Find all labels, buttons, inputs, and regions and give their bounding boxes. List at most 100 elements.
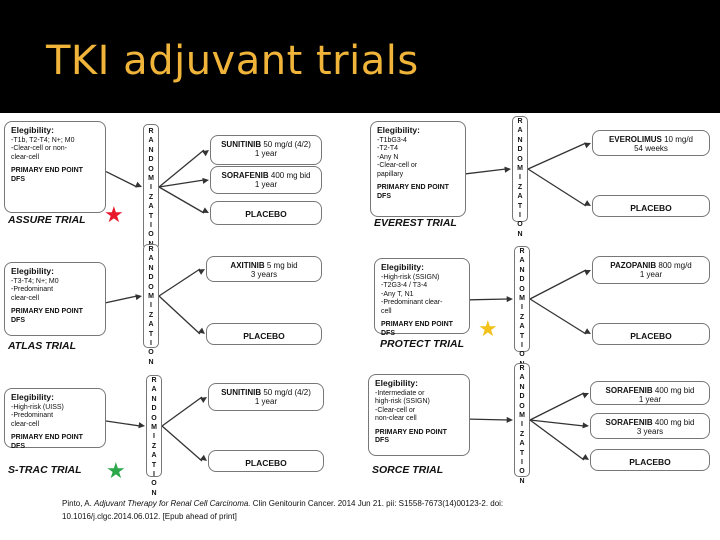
randomization-letter: T bbox=[519, 449, 525, 457]
arm-drug: PLACEBO bbox=[245, 209, 287, 219]
randomization-letter: N bbox=[148, 146, 154, 154]
eligibility-line: -High-risk (SSIGN) bbox=[381, 273, 440, 281]
sorce-trial-name: SORCE TRIAL bbox=[372, 464, 444, 476]
arrow-line bbox=[105, 171, 138, 188]
eligibility-line: -Intermediate or bbox=[375, 389, 425, 397]
randomization-letter: N bbox=[517, 230, 523, 238]
arm-dose: 800 mg/d bbox=[656, 261, 692, 270]
randomization-letter: N bbox=[517, 136, 523, 144]
yellow-star-icon: ★ bbox=[478, 316, 498, 341]
randomization-letter: Z bbox=[148, 193, 154, 201]
randomization-letter: O bbox=[519, 468, 525, 476]
end-point-line: DFS bbox=[11, 316, 25, 324]
arm-box: PLACEBO bbox=[590, 449, 710, 471]
s-trac-trial-name: S-TRAC TRIAL bbox=[8, 464, 82, 476]
arrow-head bbox=[504, 166, 511, 173]
arm-dose: 400 mg bid bbox=[268, 171, 311, 180]
arm-drug: SORAFENIB bbox=[221, 171, 269, 180]
arm-dose: 400 mg bid bbox=[652, 418, 695, 427]
arrow-line bbox=[469, 418, 509, 421]
arrow-head bbox=[198, 327, 205, 334]
arm-drug: SORAFENIB bbox=[605, 418, 653, 427]
randomization-letter: N bbox=[519, 383, 525, 391]
arm-drug: SUNITINIB bbox=[221, 388, 262, 397]
eligibility-header: Elegibility: bbox=[11, 392, 54, 402]
randomization-letter: D bbox=[517, 146, 523, 154]
s-trac-trial-eligibility-box: Elegibility:-High-risk (UISS)-Predominan… bbox=[4, 388, 106, 450]
randomization-letter: Z bbox=[519, 430, 525, 438]
assure-trial-name: ASSURE TRIAL bbox=[8, 214, 86, 226]
citation: Pinto, A. Adjuvant Therapy for Renal Cel… bbox=[62, 497, 662, 523]
randomization-letter: R bbox=[519, 248, 525, 255]
arrow-head bbox=[582, 453, 589, 460]
randomization-letter: I bbox=[150, 302, 152, 310]
arrow-line bbox=[465, 168, 507, 175]
randomization-letter: R bbox=[151, 377, 157, 384]
eligibility-line: -Predominant clear- bbox=[381, 299, 443, 306]
everest-trial-eligibility-box: Elegibility:-T1bG3-4-T2-T4-Any N-Clear-c… bbox=[370, 121, 466, 217]
arm-dose: 50 mg/d (4/2) bbox=[261, 140, 311, 149]
eligibility-line: papillary bbox=[377, 170, 404, 178]
arrow-head bbox=[506, 416, 513, 423]
arm-dose: 400 mg bid bbox=[652, 386, 695, 395]
arm-box: PLACEBO bbox=[210, 201, 322, 225]
arrow-head bbox=[198, 269, 205, 275]
randomization-letter: O bbox=[517, 221, 523, 229]
arrow-head bbox=[202, 207, 209, 213]
end-point-line: DFS bbox=[11, 175, 25, 183]
randomization-letter: D bbox=[148, 156, 154, 164]
randomization-letter: A bbox=[148, 255, 154, 263]
arrow-head bbox=[135, 294, 142, 301]
arrow-line bbox=[161, 425, 203, 462]
assure-trial-eligibility-box: Elegibility:-T1b, T2-T4; N+; M0-Clear-ce… bbox=[4, 121, 106, 213]
randomization-letter: T bbox=[151, 461, 157, 469]
randomization-letter: I bbox=[150, 340, 152, 348]
arrow-line bbox=[527, 168, 587, 207]
eligibility-line: -T1b, T2-T4; N+; M0 bbox=[11, 136, 75, 144]
arm-drug: PAZOPANIB bbox=[610, 261, 657, 270]
eligibility-line: clear-cell bbox=[11, 420, 40, 428]
arrow-head bbox=[584, 200, 591, 206]
randomization-letter: T bbox=[517, 202, 523, 210]
atlas-trial-name: ATLAS TRIAL bbox=[8, 340, 77, 352]
arrow-head bbox=[138, 422, 145, 429]
end-point-line: DFS bbox=[375, 437, 389, 444]
randomization-letter: R bbox=[148, 246, 154, 253]
eligibility-header: Elegibility: bbox=[11, 266, 54, 276]
arm-drug: PLACEBO bbox=[243, 331, 285, 341]
protect-trial-name: PROTECT TRIAL bbox=[380, 338, 464, 350]
randomization-letter: R bbox=[517, 118, 523, 125]
randomization-letter: M bbox=[148, 293, 154, 301]
randomization-letter: N bbox=[519, 477, 525, 485]
randomization-letter: D bbox=[519, 276, 525, 284]
arm-duration: 3 years bbox=[250, 270, 278, 279]
eligibility-header: Elegibility: bbox=[381, 262, 424, 272]
randomization-letter: D bbox=[151, 405, 157, 413]
randomization-letter: O bbox=[519, 285, 525, 293]
eligibility-header: Elegibility: bbox=[377, 125, 420, 135]
end-point-line: DFS bbox=[381, 329, 395, 337]
randomization-letter: M bbox=[148, 174, 154, 182]
randomization-letter: O bbox=[151, 480, 157, 488]
arm-dose: 50 mg/d (4/2) bbox=[261, 388, 311, 397]
end-point-line: PRIMARY END POINT bbox=[11, 308, 83, 315]
eligibility-line: clear-cell bbox=[11, 294, 40, 302]
randomization-letter: T bbox=[519, 332, 525, 340]
randomization-letter: I bbox=[150, 221, 152, 229]
arrow-line bbox=[158, 149, 205, 188]
randomization-letter: I bbox=[150, 184, 152, 192]
randomization-letter: M bbox=[151, 424, 157, 432]
everest-trial-name: EVEREST TRIAL bbox=[374, 217, 457, 229]
arm-duration: 3 years bbox=[636, 427, 664, 436]
arrow-head bbox=[202, 177, 209, 184]
randomization-letter: R bbox=[519, 365, 525, 372]
randomization-letter: M bbox=[519, 412, 525, 420]
eligibility-line: -T2G3-4 / T3-4 bbox=[381, 282, 428, 289]
randomization-letter: O bbox=[148, 349, 154, 357]
randomization-letter: A bbox=[151, 452, 157, 460]
eligibility-header: Elegibility: bbox=[375, 378, 418, 388]
